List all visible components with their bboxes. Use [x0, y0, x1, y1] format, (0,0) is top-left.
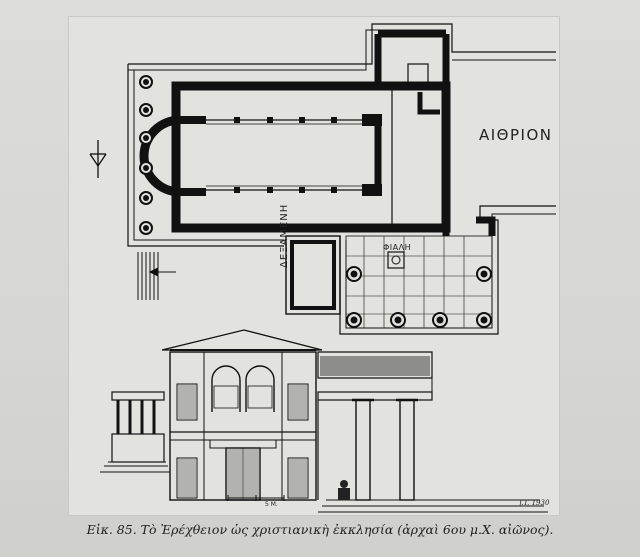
figure-caption: Εἰκ. 85. Τὸ Ἐρέχθειον ὡς χριστιανικὴ ἐκκ…: [86, 522, 554, 537]
atrium-label: ΑΙΘΡΙΟΝ: [479, 126, 553, 144]
atrium-section: [317, 351, 548, 513]
west-steps: [137, 252, 176, 300]
scale-label: 5 Μ.: [265, 501, 278, 508]
scale-bar: [227, 495, 285, 501]
north-arrow-icon: [89, 140, 107, 178]
masonry-hatching: [178, 385, 307, 499]
phiale-label: ΦΙΑΛΗ: [383, 243, 412, 252]
frieze-ornament: [320, 356, 430, 376]
atrium-plan: [339, 205, 556, 335]
cistern-plan: [285, 235, 341, 315]
church-elevation: [161, 329, 323, 501]
caryatid-porch-elevation: [100, 391, 170, 473]
nave-columns: [234, 114, 382, 196]
phiale-figure: [338, 480, 350, 500]
draftsman-signature: J.T. 1930: [519, 499, 550, 507]
cistern-label: ΔΕΞΑΜΕΝΗ: [279, 203, 290, 268]
